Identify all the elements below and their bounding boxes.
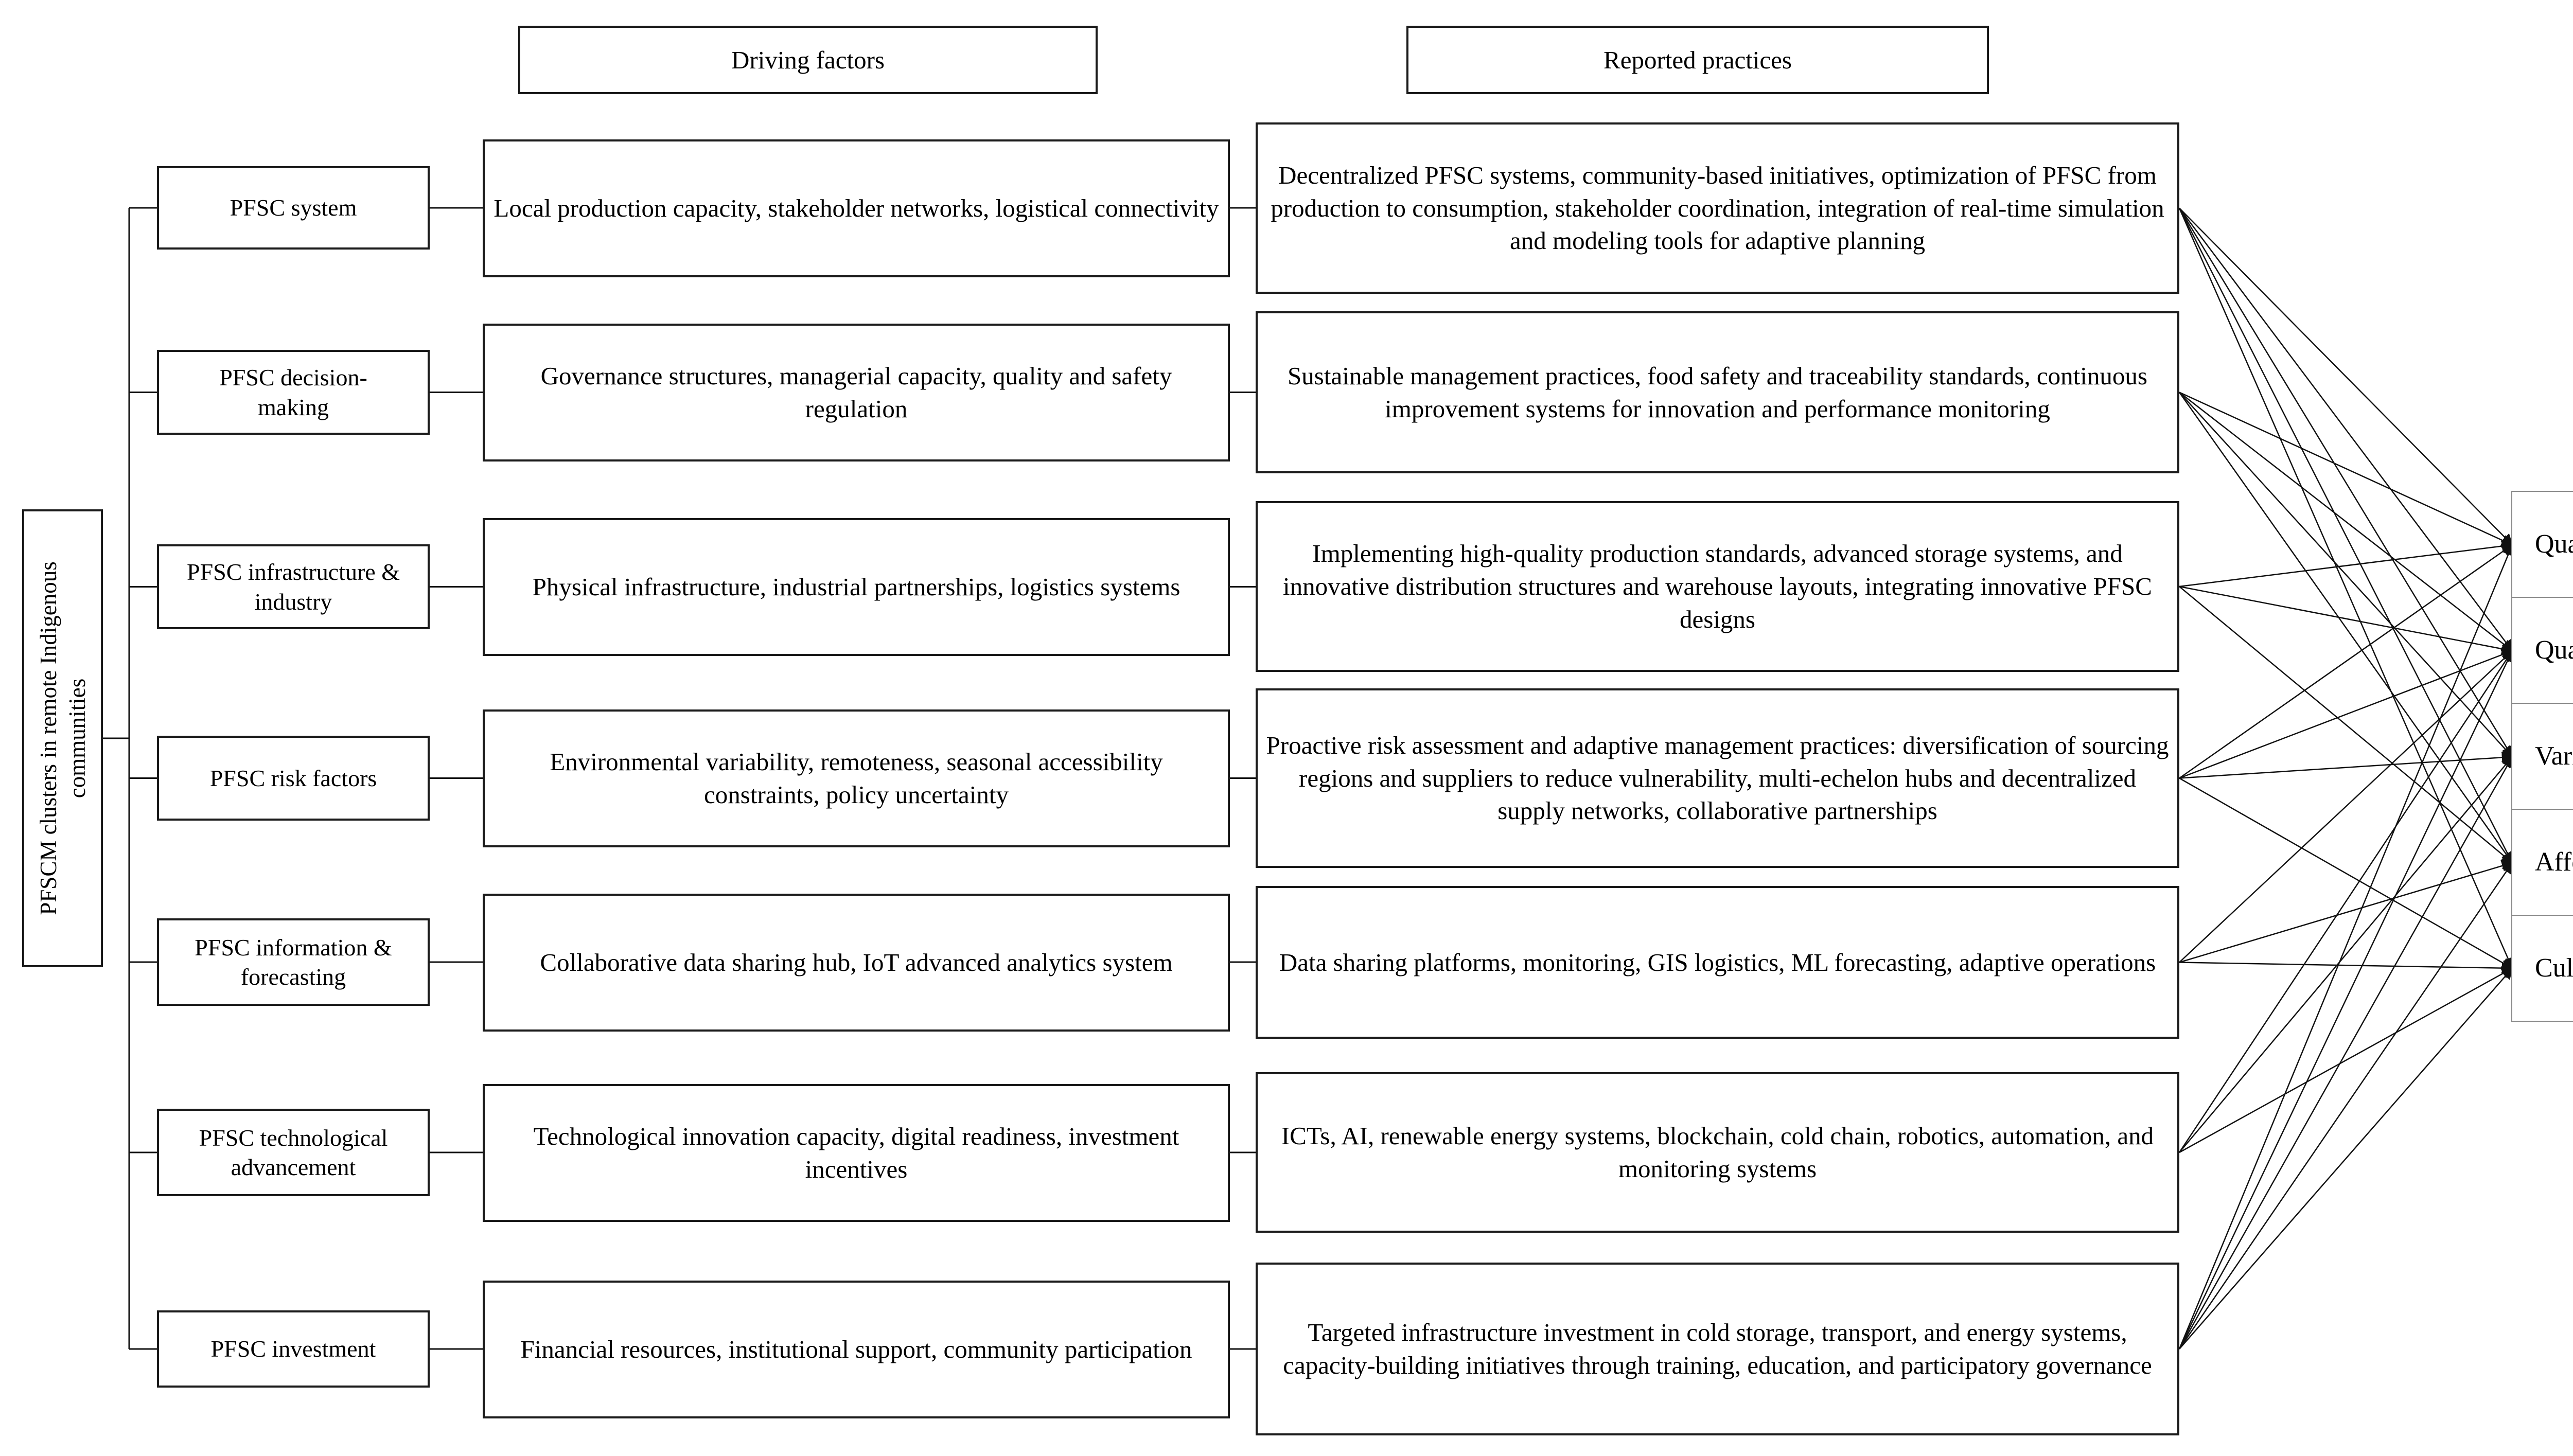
outcome-cultural-acceptability: Cultural acceptability	[2512, 916, 2573, 1021]
outcomes-panel: Quality and safety Quantity Variety Affo…	[2511, 491, 2573, 1022]
cluster-box-pfsc-system: PFSC system	[157, 166, 430, 250]
driver-box-row2: Governance structures, managerial capaci…	[483, 324, 1230, 461]
practice-box-row7: Targeted infrastructure investment in co…	[1256, 1263, 2179, 1435]
side-label-box: PFSCM clusters in remote Indigenous comm…	[22, 509, 103, 967]
practice-text: Decentralized PFSC systems, community-ba…	[1271, 161, 2164, 255]
cluster-label: PFSC system	[230, 194, 357, 221]
practice-text: Implementing high-quality production sta…	[1283, 539, 2152, 633]
driver-box-row5: Collaborative data sharing hub, IoT adva…	[483, 894, 1230, 1032]
outcome-label: Cultural acceptability	[2535, 953, 2573, 983]
cluster-box-pfsc-technological-advancement: PFSC technological advancement	[157, 1109, 430, 1196]
practice-box-row2: Sustainable management practices, food s…	[1256, 311, 2179, 473]
practice-box-row5: Data sharing platforms, monitoring, GIS …	[1256, 886, 2179, 1039]
practice-text: Sustainable management practices, food s…	[1288, 361, 2147, 423]
header-reported-practices-label: Reported practices	[1603, 46, 1792, 74]
outcome-label: Quality and safety	[2535, 529, 2573, 559]
driver-text: Financial resources, institutional suppo…	[520, 1335, 1192, 1364]
practice-box-row4: Proactive risk assessment and adaptive m…	[1256, 688, 2179, 868]
cluster-box-pfsc-risk-factors: PFSC risk factors	[157, 736, 430, 821]
cluster-label: PFSC decision-making	[219, 364, 367, 420]
header-reported-practices: Reported practices	[1406, 26, 1989, 94]
driver-box-row7: Financial resources, institutional suppo…	[483, 1281, 1230, 1418]
practice-text: Data sharing platforms, monitoring, GIS …	[1279, 948, 2156, 976]
driver-box-row4: Environmental variability, remoteness, s…	[483, 709, 1230, 847]
cluster-label: PFSC infrastructure & industry	[187, 559, 400, 615]
driver-text: Local production capacity, stakeholder n…	[494, 194, 1219, 223]
cluster-box-pfsc-investment: PFSC investment	[157, 1310, 430, 1388]
side-label-text: PFSCM clusters in remote Indigenous comm…	[35, 561, 90, 915]
driver-text: Environmental variability, remoteness, s…	[550, 748, 1163, 809]
cluster-label: PFSC technological advancement	[199, 1124, 388, 1181]
outcome-quality-and-safety: Quality and safety	[2512, 492, 2573, 598]
practice-box-row3: Implementing high-quality production sta…	[1256, 501, 2179, 672]
cluster-box-pfsc-information-forecasting: PFSC information & forecasting	[157, 918, 430, 1006]
practice-text: Targeted infrastructure investment in co…	[1283, 1318, 2152, 1379]
driver-box-row3: Physical infrastructure, industrial part…	[483, 518, 1230, 656]
header-driving-factors-label: Driving factors	[731, 46, 885, 74]
outcome-quantity: Quantity	[2512, 598, 2573, 704]
cluster-box-pfsc-decision-making: PFSC decision-making	[157, 350, 430, 435]
outcome-affordability: Affordability	[2512, 810, 2573, 916]
outcome-label: Variety	[2535, 741, 2573, 771]
practice-text: Proactive risk assessment and adaptive m…	[1266, 731, 2169, 825]
cluster-label: PFSC information & forecasting	[195, 934, 392, 990]
driver-box-row1: Local production capacity, stakeholder n…	[483, 139, 1230, 277]
header-driving-factors: Driving factors	[518, 26, 1098, 94]
practice-box-row6: ICTs, AI, renewable energy systems, bloc…	[1256, 1072, 2179, 1233]
driver-box-row6: Technological innovation capacity, digit…	[483, 1084, 1230, 1222]
driver-text: Technological innovation capacity, digit…	[533, 1122, 1179, 1183]
practice-text: ICTs, AI, renewable energy systems, bloc…	[1281, 1122, 2154, 1183]
outcome-label: Affordability	[2535, 847, 2573, 877]
outcome-label: Quantity	[2535, 635, 2573, 665]
driver-text: Governance structures, managerial capaci…	[540, 362, 1172, 423]
cluster-label: PFSC investment	[210, 1336, 376, 1362]
practice-box-row1: Decentralized PFSC systems, community-ba…	[1256, 122, 2179, 294]
driver-text: Collaborative data sharing hub, IoT adva…	[540, 948, 1173, 977]
cluster-label: PFSC risk factors	[209, 765, 377, 791]
cluster-box-pfsc-infrastructure-industry: PFSC infrastructure & industry	[157, 544, 430, 629]
driver-text: Physical infrastructure, industrial part…	[532, 573, 1180, 601]
outcome-variety: Variety	[2512, 704, 2573, 810]
